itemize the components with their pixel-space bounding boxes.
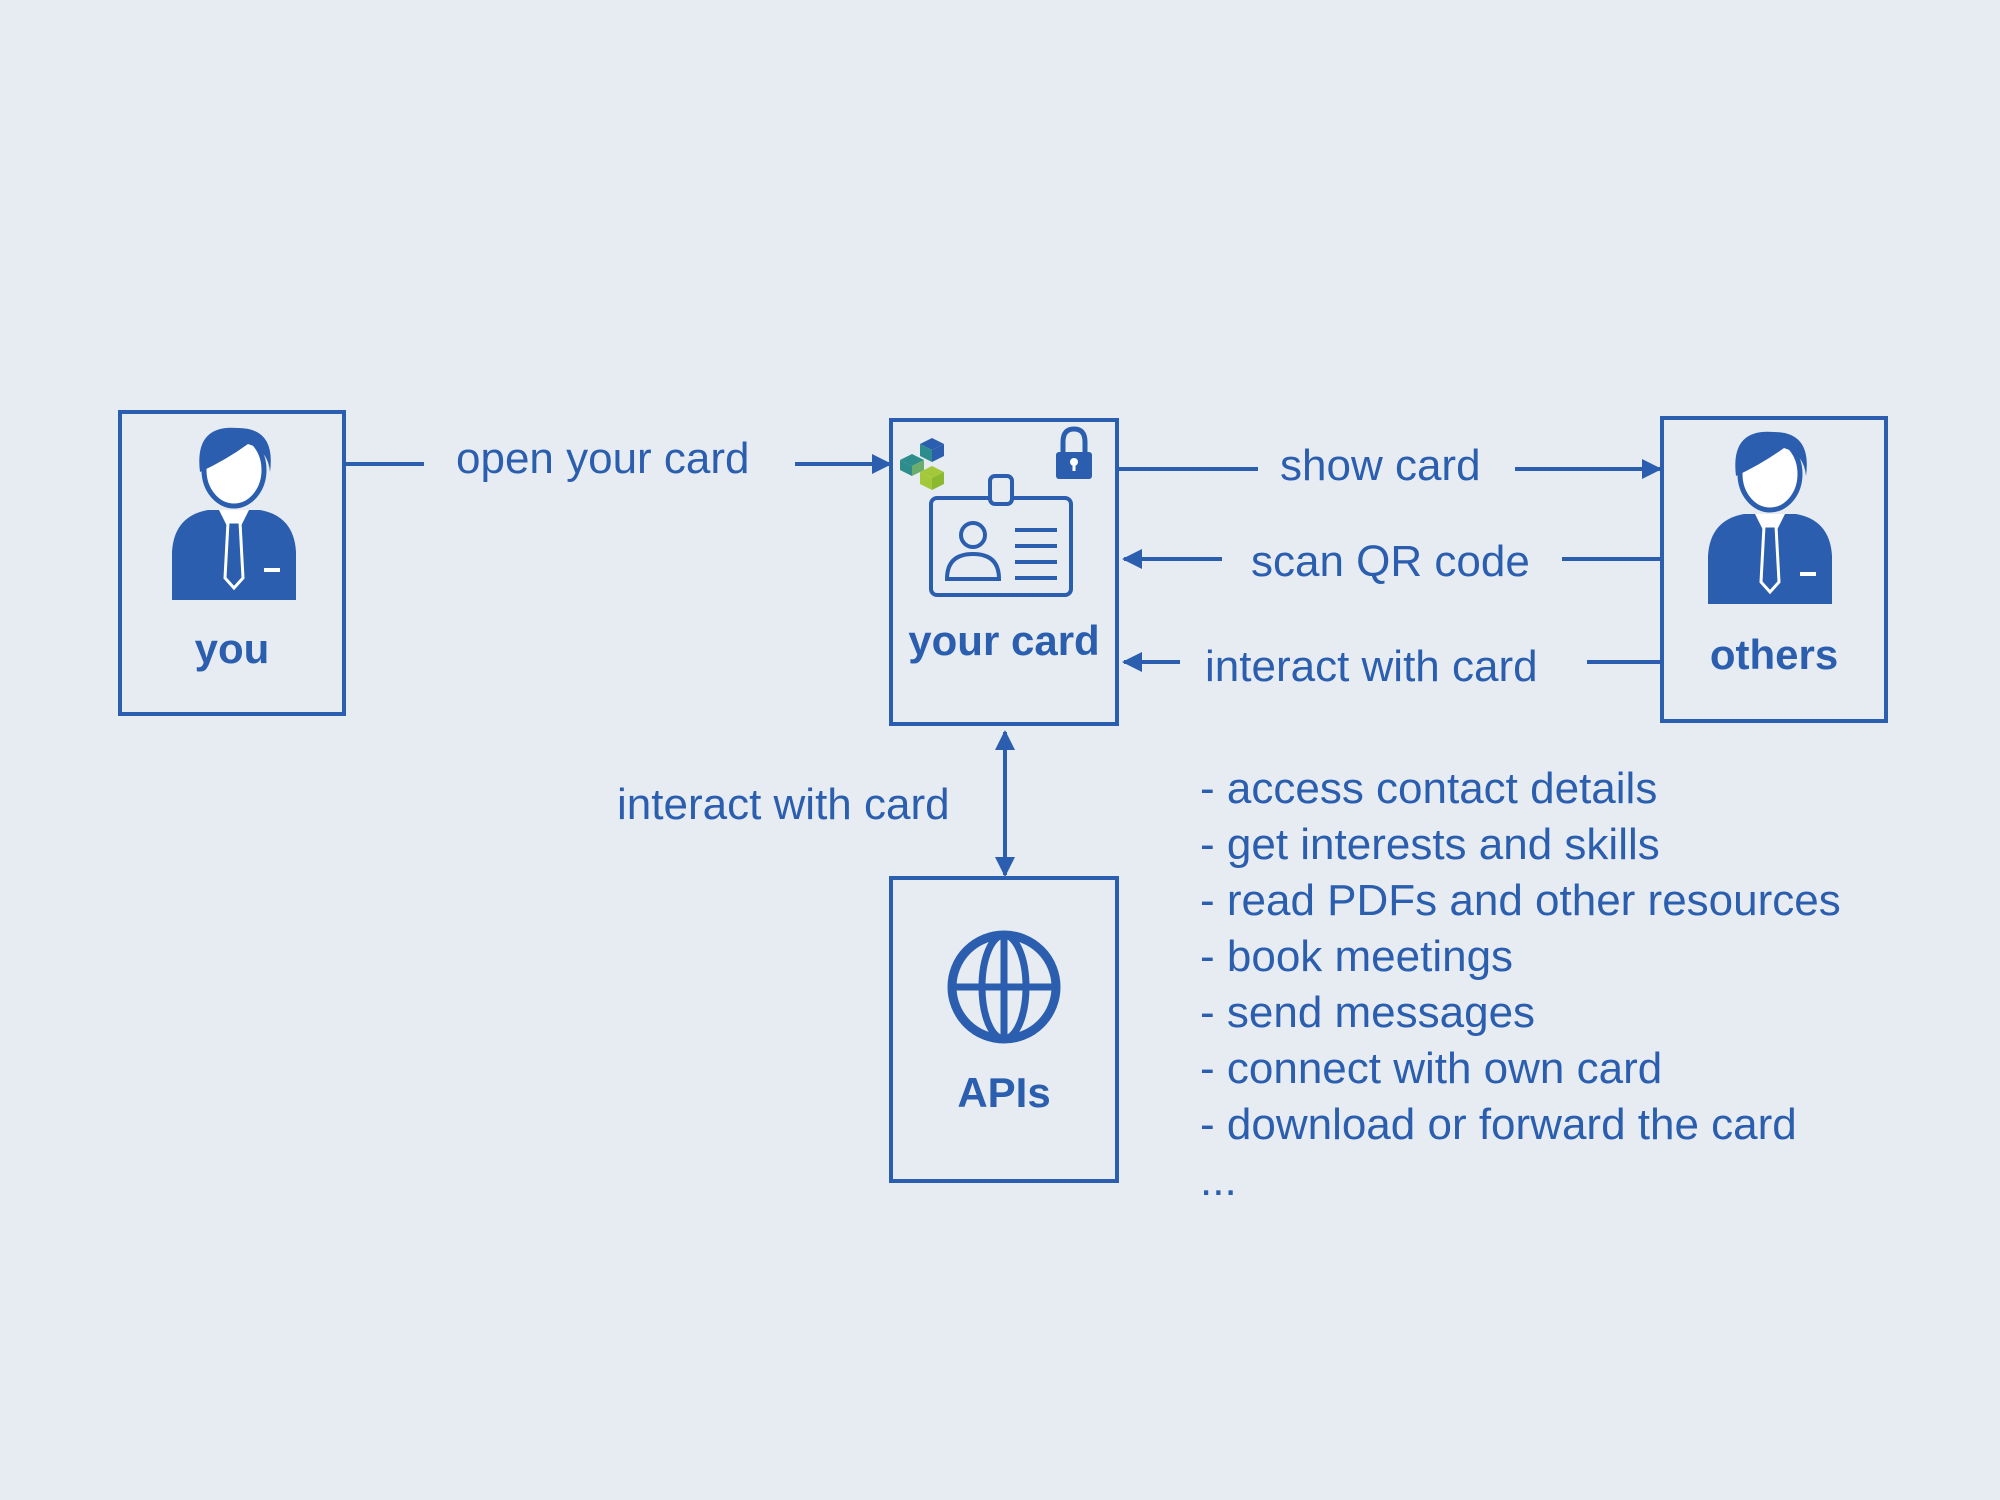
card-node xyxy=(889,418,1119,726)
logo-icon xyxy=(900,438,944,490)
globe-icon xyxy=(947,930,1061,1044)
scan-qr-edge-label: scan QR code xyxy=(1251,537,1530,586)
feature-item: - download or forward the card xyxy=(1200,1100,1797,1149)
interact-right-edge-label: interact with card xyxy=(1205,642,1538,691)
id-card-icon xyxy=(929,474,1073,597)
you-node xyxy=(118,410,346,716)
show-card-edge-label: show card xyxy=(1280,441,1481,490)
open-card-edge-label: open your card xyxy=(456,434,750,483)
interact-bottom-edge-label: interact with card xyxy=(617,780,950,829)
feature-item: ... xyxy=(1200,1156,1237,1205)
feature-item: - read PDFs and other resources xyxy=(1200,876,1841,925)
feature-item: - connect with own card xyxy=(1200,1044,1663,1093)
others-label: others xyxy=(1709,631,1839,678)
feature-item: - book meetings xyxy=(1200,932,1514,981)
person-icon xyxy=(172,427,296,600)
feature-item: - get interests and skills xyxy=(1200,820,1660,869)
lock-icon xyxy=(1056,426,1092,479)
apis-node xyxy=(889,876,1119,1183)
person-icon xyxy=(1708,431,1832,604)
feature-item: - send messages xyxy=(1200,988,1536,1037)
you-label: you xyxy=(194,625,270,672)
apis-label: APIs xyxy=(957,1069,1051,1116)
card-label: your card xyxy=(908,617,1100,664)
feature-item: - access contact details xyxy=(1200,764,1658,813)
others-node xyxy=(1660,416,1888,723)
